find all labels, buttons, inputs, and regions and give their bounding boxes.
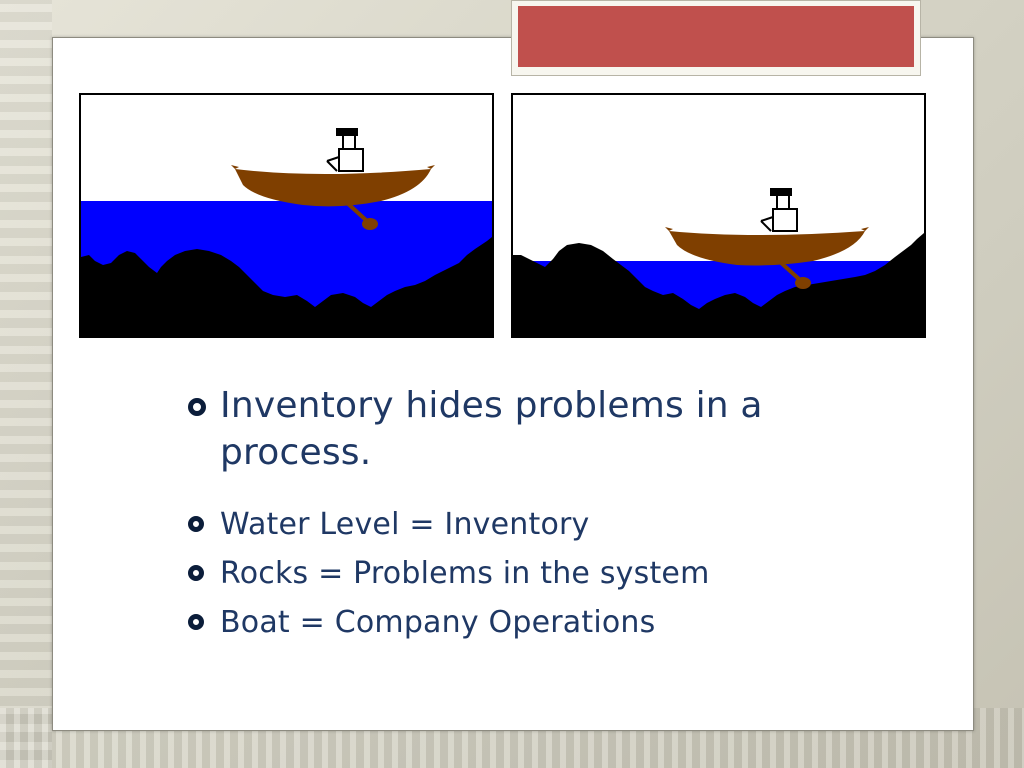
boat	[665, 227, 869, 289]
sub-bullet-list: Water Level = Inventory Rocks = Problems…	[188, 500, 828, 647]
boat-high-water-icon	[81, 128, 492, 336]
boat-high-water-image	[79, 93, 494, 338]
bullet-list: Inventory hides problems in a process. W…	[188, 382, 828, 647]
rocks	[81, 237, 492, 336]
bullet-ring-icon	[188, 398, 206, 416]
boat	[231, 165, 435, 230]
bullet-ring-icon	[188, 516, 204, 532]
rocks	[513, 233, 924, 336]
bullet-ring-icon	[188, 565, 204, 581]
list-item: Boat = Company Operations	[188, 598, 828, 647]
boat-low-water-image	[511, 93, 926, 338]
main-bullet-text: Inventory hides problems in a process.	[220, 385, 763, 473]
background-left-pattern	[0, 0, 52, 768]
boat-low-water-icon	[513, 188, 924, 336]
list-item-text: Water Level = Inventory	[220, 507, 590, 542]
list-item-text: Boat = Company Operations	[220, 605, 656, 640]
list-item: Rocks = Problems in the system	[188, 549, 828, 598]
rower	[326, 128, 364, 172]
main-bullet: Inventory hides problems in a process.	[188, 382, 828, 476]
bullet-ring-icon	[188, 614, 204, 630]
list-item: Water Level = Inventory	[188, 500, 828, 549]
title-bar	[511, 0, 921, 76]
title-bar-fill	[518, 6, 914, 67]
list-item-text: Rocks = Problems in the system	[220, 556, 710, 591]
rower	[760, 188, 798, 232]
